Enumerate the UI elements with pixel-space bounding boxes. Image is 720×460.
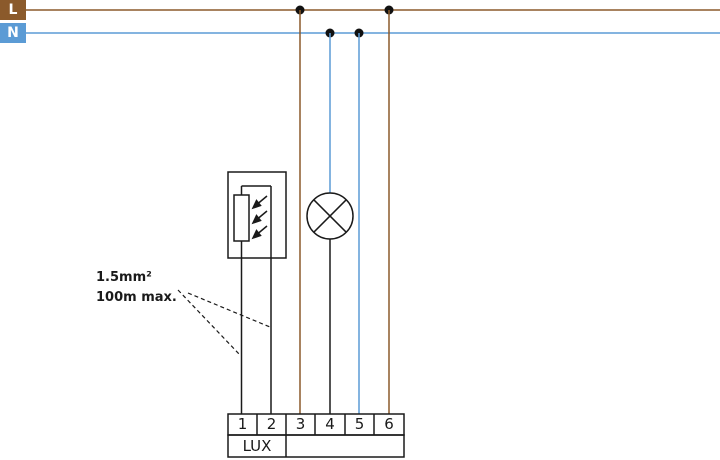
terminal-label: 5 xyxy=(354,415,365,433)
cable-note-leader xyxy=(187,292,271,328)
terminal-label: 2 xyxy=(266,415,277,433)
light-arrows-icon xyxy=(251,195,268,240)
neutral-label-box xyxy=(0,23,26,43)
cable-note-leader xyxy=(177,289,241,356)
terminal-label: 6 xyxy=(384,415,394,433)
lamp-symbol xyxy=(306,192,354,240)
cable-cross-section: 1.5mm² xyxy=(96,270,152,285)
sensor-group-label: LUX xyxy=(242,437,272,455)
line-label-box xyxy=(0,0,26,20)
light-sensor-symbol xyxy=(227,171,287,259)
neutral-label: N xyxy=(7,25,19,41)
terminal-label: 4 xyxy=(325,415,335,433)
line-label: L xyxy=(8,2,18,18)
terminal-label: 3 xyxy=(295,415,306,433)
terminal-block xyxy=(227,413,405,458)
cable-max-length: 100m max. xyxy=(96,290,177,305)
terminal-label: 1 xyxy=(237,415,248,433)
